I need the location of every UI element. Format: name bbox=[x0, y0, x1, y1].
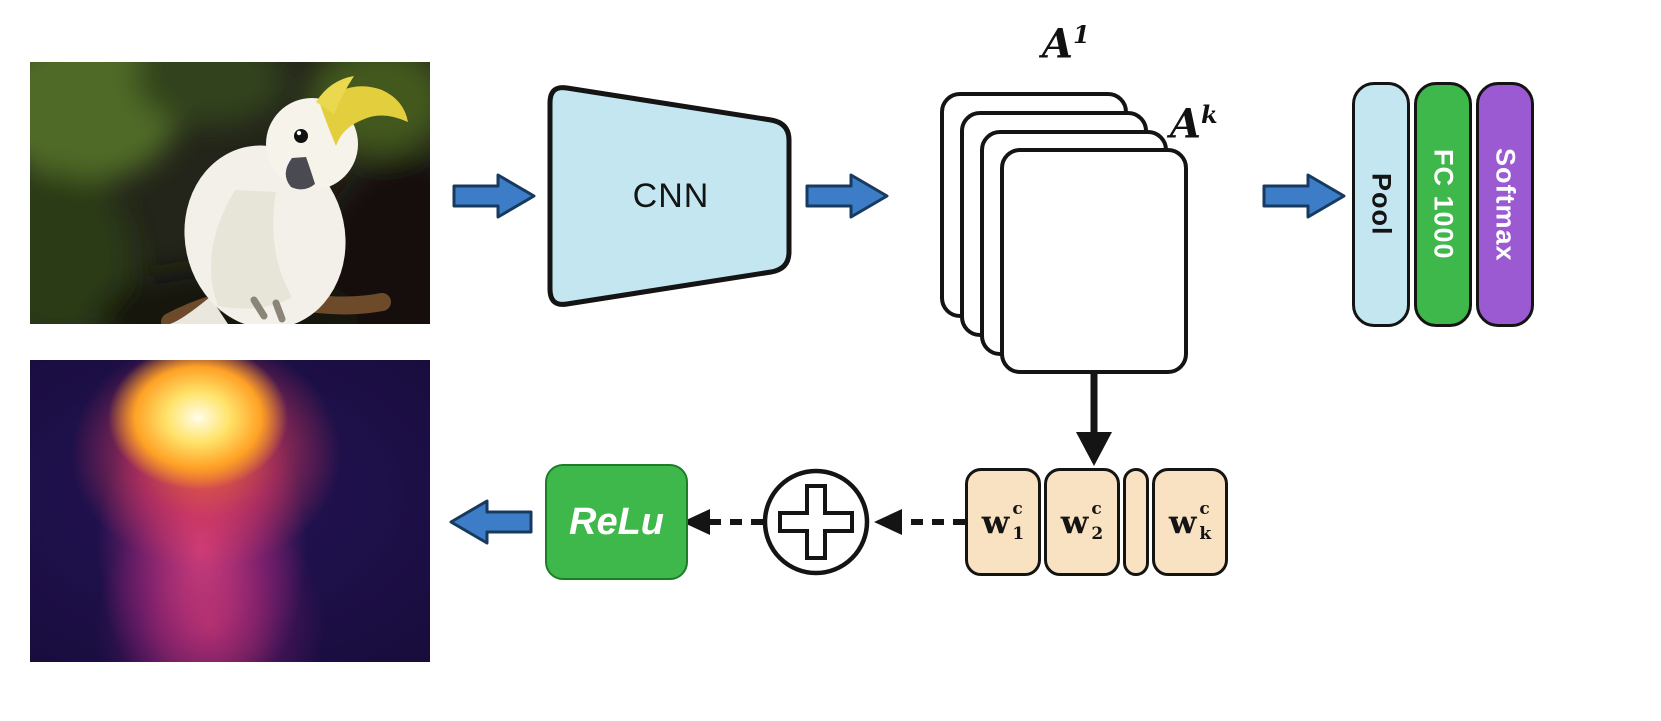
weight-sup: c bbox=[1199, 499, 1210, 519]
fc1000-label: FC 1000 bbox=[1428, 149, 1459, 260]
arrow-right-icon bbox=[1262, 173, 1346, 219]
pool-block: Pool bbox=[1352, 82, 1410, 327]
cnn-label: CNN bbox=[632, 176, 710, 215]
fc1000-block: FC 1000 bbox=[1414, 82, 1472, 327]
label-sup: 1 bbox=[1073, 20, 1090, 49]
cnn-trapezoid-shape bbox=[547, 85, 792, 307]
dashed-arrow-left-icon bbox=[874, 509, 965, 535]
label-sup: k bbox=[1201, 100, 1218, 129]
weight-base: w bbox=[981, 503, 1010, 541]
cockatoo-photo-illustration bbox=[30, 62, 430, 324]
label-base: A bbox=[1170, 100, 1202, 148]
arrow-down-icon bbox=[1076, 372, 1112, 466]
arrow-right-icon bbox=[805, 173, 889, 219]
weight-sub: 2 bbox=[1091, 524, 1104, 544]
weight-sup: c bbox=[1091, 499, 1102, 519]
label-base: A bbox=[1042, 20, 1074, 68]
feature-map-label-ak: Ak bbox=[1170, 100, 1218, 147]
arrow-right-icon bbox=[452, 173, 536, 219]
weight-sub: k bbox=[1199, 524, 1212, 544]
weight-sup: c bbox=[1012, 499, 1023, 519]
plus-sum-icon bbox=[762, 468, 870, 576]
weight-sub: 1 bbox=[1012, 524, 1025, 544]
gradcam-heatmap-image bbox=[30, 360, 430, 662]
weight-box-w2: w c 2 bbox=[1044, 468, 1120, 576]
weight-box-wk: w c k bbox=[1152, 468, 1228, 576]
weight-box-w1: w c 1 bbox=[965, 468, 1041, 576]
input-image bbox=[30, 62, 430, 324]
softmax-label: Softmax bbox=[1490, 147, 1521, 262]
arrow-left-icon bbox=[449, 499, 533, 545]
cnn-block: CNN bbox=[545, 82, 797, 310]
weight-box-ellipsis bbox=[1123, 468, 1149, 576]
feature-map-card-front bbox=[1000, 148, 1188, 374]
pool-label: Pool bbox=[1366, 173, 1397, 236]
weight-base: w bbox=[1060, 503, 1089, 541]
relu-block: ReLu bbox=[545, 464, 688, 580]
relu-label: ReLu bbox=[569, 500, 664, 543]
dashed-arrow-left-icon bbox=[682, 509, 763, 535]
feature-map-label-a1: A1 bbox=[1042, 20, 1090, 67]
weight-base: w bbox=[1168, 503, 1197, 541]
softmax-block: Softmax bbox=[1476, 82, 1534, 327]
